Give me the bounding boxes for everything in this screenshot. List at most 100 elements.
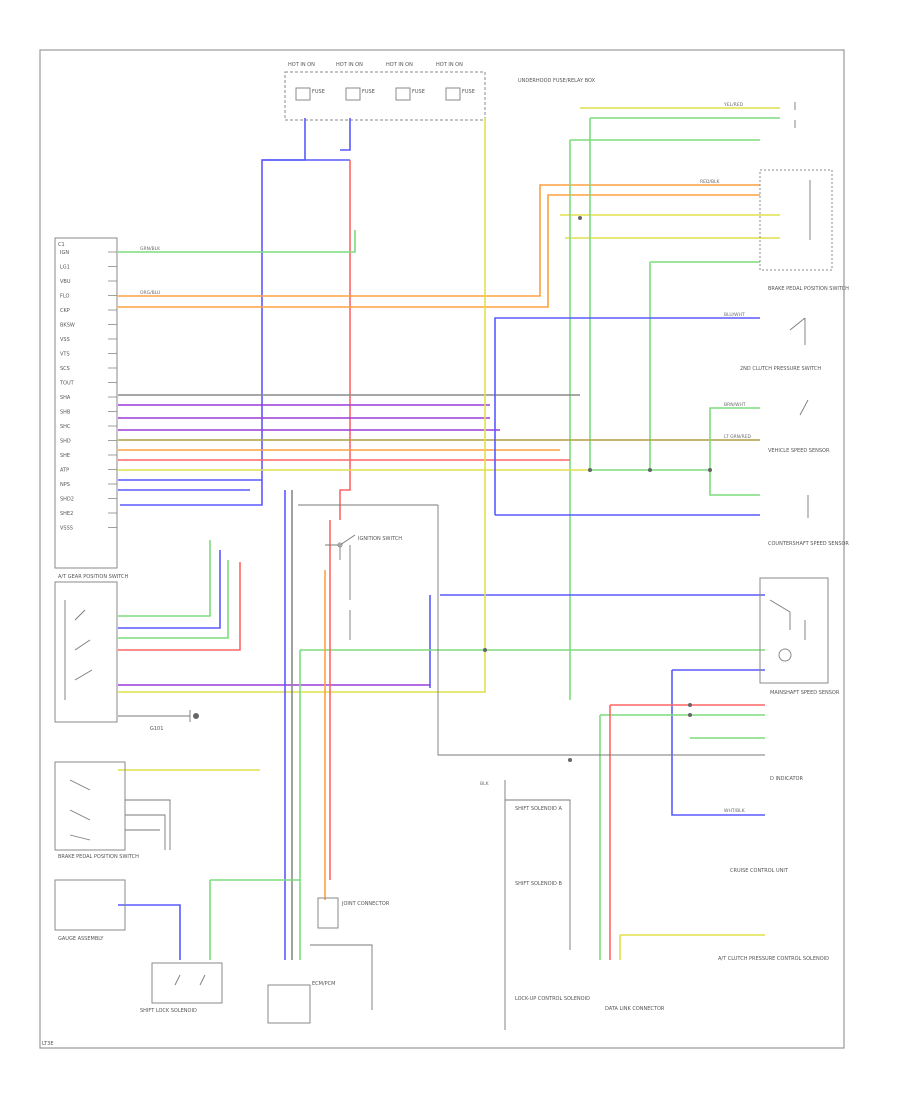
wire-green-ign	[118, 230, 356, 253]
footer-code: LT3E	[42, 1041, 54, 1047]
wire-yellow-right-low	[619, 934, 765, 960]
wire-green-right-1	[589, 117, 780, 470]
pcm-connector-id: C1	[58, 242, 65, 248]
cruise-label: CRUISE CONTROL UNIT	[730, 868, 789, 874]
gauge-label: GAUGE ASSEMBLY	[58, 936, 104, 942]
fuse-3: HOT IN ON FUSE	[386, 62, 425, 101]
fuse-1: HOT IN ON FUSE	[288, 62, 325, 101]
fuse-3-name: HOT IN ON	[386, 62, 413, 68]
fuse-3-label: FUSE	[412, 89, 425, 95]
fuse-4-name: HOT IN ON	[436, 62, 463, 68]
mainshaft-label: MAINSHAFT SPEED SENSOR	[770, 690, 840, 696]
pcm-connector: C1 IGNLG1VBUFLOCKPBKSWVSSVTSSCSTOUTSHASH…	[54, 237, 118, 569]
wire-blue-right-low	[671, 669, 765, 816]
wire-green-5	[709, 470, 760, 496]
wire-green-right-2	[569, 139, 760, 700]
pcm-pin-label: TOUT	[59, 381, 75, 387]
brake-switch-right-label: BRAKE PEDAL POSITION SWITCH	[768, 286, 849, 292]
fuse-box-label: UNDERHOOD FUSE/RELAY BOX	[518, 78, 596, 84]
wire-orange-2	[118, 194, 760, 308]
wire-gray-loop	[437, 505, 765, 756]
lock-up-label: LOCK-UP CONTROL SOLENOID	[515, 996, 590, 1002]
pcm-pin-label: SHB	[60, 410, 71, 416]
ignition-switch: IGNITION SWITCH	[325, 534, 402, 640]
pcm-pin-label: SHA	[60, 395, 71, 401]
pressure-switch-label: 2ND CLUTCH PRESSURE SWITCH	[740, 366, 821, 372]
wire-green-brake	[209, 879, 300, 960]
atp-switch: A/T GEAR POSITION SWITCH	[54, 574, 129, 723]
wire-green-right-3	[649, 261, 760, 470]
pcm-pin-label: VTS	[60, 352, 70, 358]
wire-blue-brake	[118, 904, 181, 960]
wire-blue-right	[494, 317, 760, 515]
joint-connector-label: JOINT CONNECTOR	[341, 901, 390, 907]
wire-label-brn: BRN/WHT	[724, 402, 746, 408]
atp-switch-label: A/T GEAR POSITION SWITCH	[58, 574, 129, 580]
solenoid-a-label: SHIFT SOLENOID A	[515, 806, 562, 812]
brake-switch: BRAKE PEDAL POSITION SWITCH	[54, 761, 139, 860]
fuse-2-name: HOT IN ON	[336, 62, 363, 68]
vss-label: VEHICLE SPEED SENSOR	[768, 448, 830, 454]
wire-green-left2	[118, 560, 229, 639]
shift-lock-label: SHIFT LOCK SOLENOID	[140, 1008, 197, 1014]
wire-green-left	[118, 540, 211, 617]
pcm-pin-label: VSSS	[60, 526, 73, 532]
solenoid-b-label: SHIFT SOLENOID B	[515, 881, 562, 887]
junction-dots	[483, 216, 712, 762]
pcm-pin-label: VBU	[60, 279, 71, 285]
pcm-pin-label: NPS	[60, 482, 70, 488]
wire-label-wht: WHT/BLK	[724, 808, 746, 814]
wire-label-yel: YEL/RED	[723, 102, 744, 108]
pcm-pin-label: SCS	[60, 366, 70, 372]
wire-blue-trunk	[120, 118, 306, 506]
wire-red-left	[118, 562, 241, 651]
brake-switch-label: BRAKE PEDAL POSITION SWITCH	[58, 854, 139, 860]
gauge-assembly: GAUGE ASSEMBLY	[54, 879, 126, 942]
pcm-pin-label: SHE	[60, 453, 70, 459]
fuse-1-name: HOT IN ON	[288, 62, 315, 68]
dlc-label: DATA LINK CONNECTOR	[605, 1006, 665, 1012]
pcm-pin-label: IGN	[60, 250, 69, 256]
pcm-pin-label: LG1	[60, 265, 70, 271]
wire-blue-left	[118, 550, 221, 629]
wire-color-labels: GRN/BLK ORG/BLU YEL/RED RED/BLK BLU/WHT …	[140, 102, 752, 814]
diagram-border	[39, 49, 845, 1049]
pcm-pin-label: VSS	[60, 337, 70, 343]
harness-wires	[118, 107, 780, 960]
pcm-pin-label: SHC	[60, 424, 71, 430]
wire-yellow-low	[118, 118, 486, 693]
right-component-labels: BRAKE PEDAL POSITION SWITCH 2ND CLUTCH P…	[605, 286, 849, 1012]
countershaft-label: COUNTERSHAFT SPEED SENSOR	[768, 541, 849, 547]
wire-label-blk: BLK	[480, 781, 490, 787]
wire-blue-main	[262, 118, 351, 161]
ignition-switch-label: IGNITION SWITCH	[358, 536, 402, 542]
wire-black-bundle	[125, 799, 171, 850]
wire-label-ltgrn: LT GRN/RED	[724, 434, 752, 440]
fuse-4-label: FUSE	[462, 89, 475, 95]
wire-red-right-low	[609, 704, 765, 960]
ecm-box: ECM/PCM	[267, 944, 373, 1024]
wire-label-red: RED/BLK	[700, 179, 721, 185]
fuse-1-label: FUSE	[312, 89, 325, 95]
wire-red-vertical	[339, 160, 351, 520]
shift-lock-solenoid: SHIFT LOCK SOLENOID	[140, 962, 223, 1014]
joint-connector: JOINT CONNECTOR	[317, 897, 390, 929]
fuse-2: HOT IN ON FUSE	[336, 62, 375, 101]
wire-orange	[118, 184, 760, 297]
transmission-label: A/T CLUTCH PRESSURE CONTROL SOLENOID	[718, 956, 829, 962]
wire-label-grn: GRN/BLK	[140, 246, 161, 252]
pcm-pin-label: ATP	[60, 468, 69, 474]
wire-label-blu: BLU/WHT	[724, 312, 745, 318]
d-indicator-label: D INDICATOR	[770, 776, 803, 782]
solenoid-stack: SHIFT SOLENOID A SHIFT SOLENOID B LOCK-U…	[504, 780, 590, 1030]
pcm-pin-list: IGNLG1VBUFLOCKPBKSWVSSVTSSCSTOUTSHASHBSH…	[59, 250, 117, 532]
wire-green-right-low	[599, 714, 765, 960]
wire-label-org: ORG/BLU	[140, 290, 160, 296]
ground-label: G101	[150, 726, 163, 732]
pcm-pin-label: SHE2	[60, 511, 73, 517]
right-terminals	[759, 102, 833, 684]
pcm-pin-label: SHD2	[60, 497, 74, 503]
ground-g101: G101	[118, 710, 199, 732]
pcm-pin-label: FLO	[60, 294, 69, 300]
